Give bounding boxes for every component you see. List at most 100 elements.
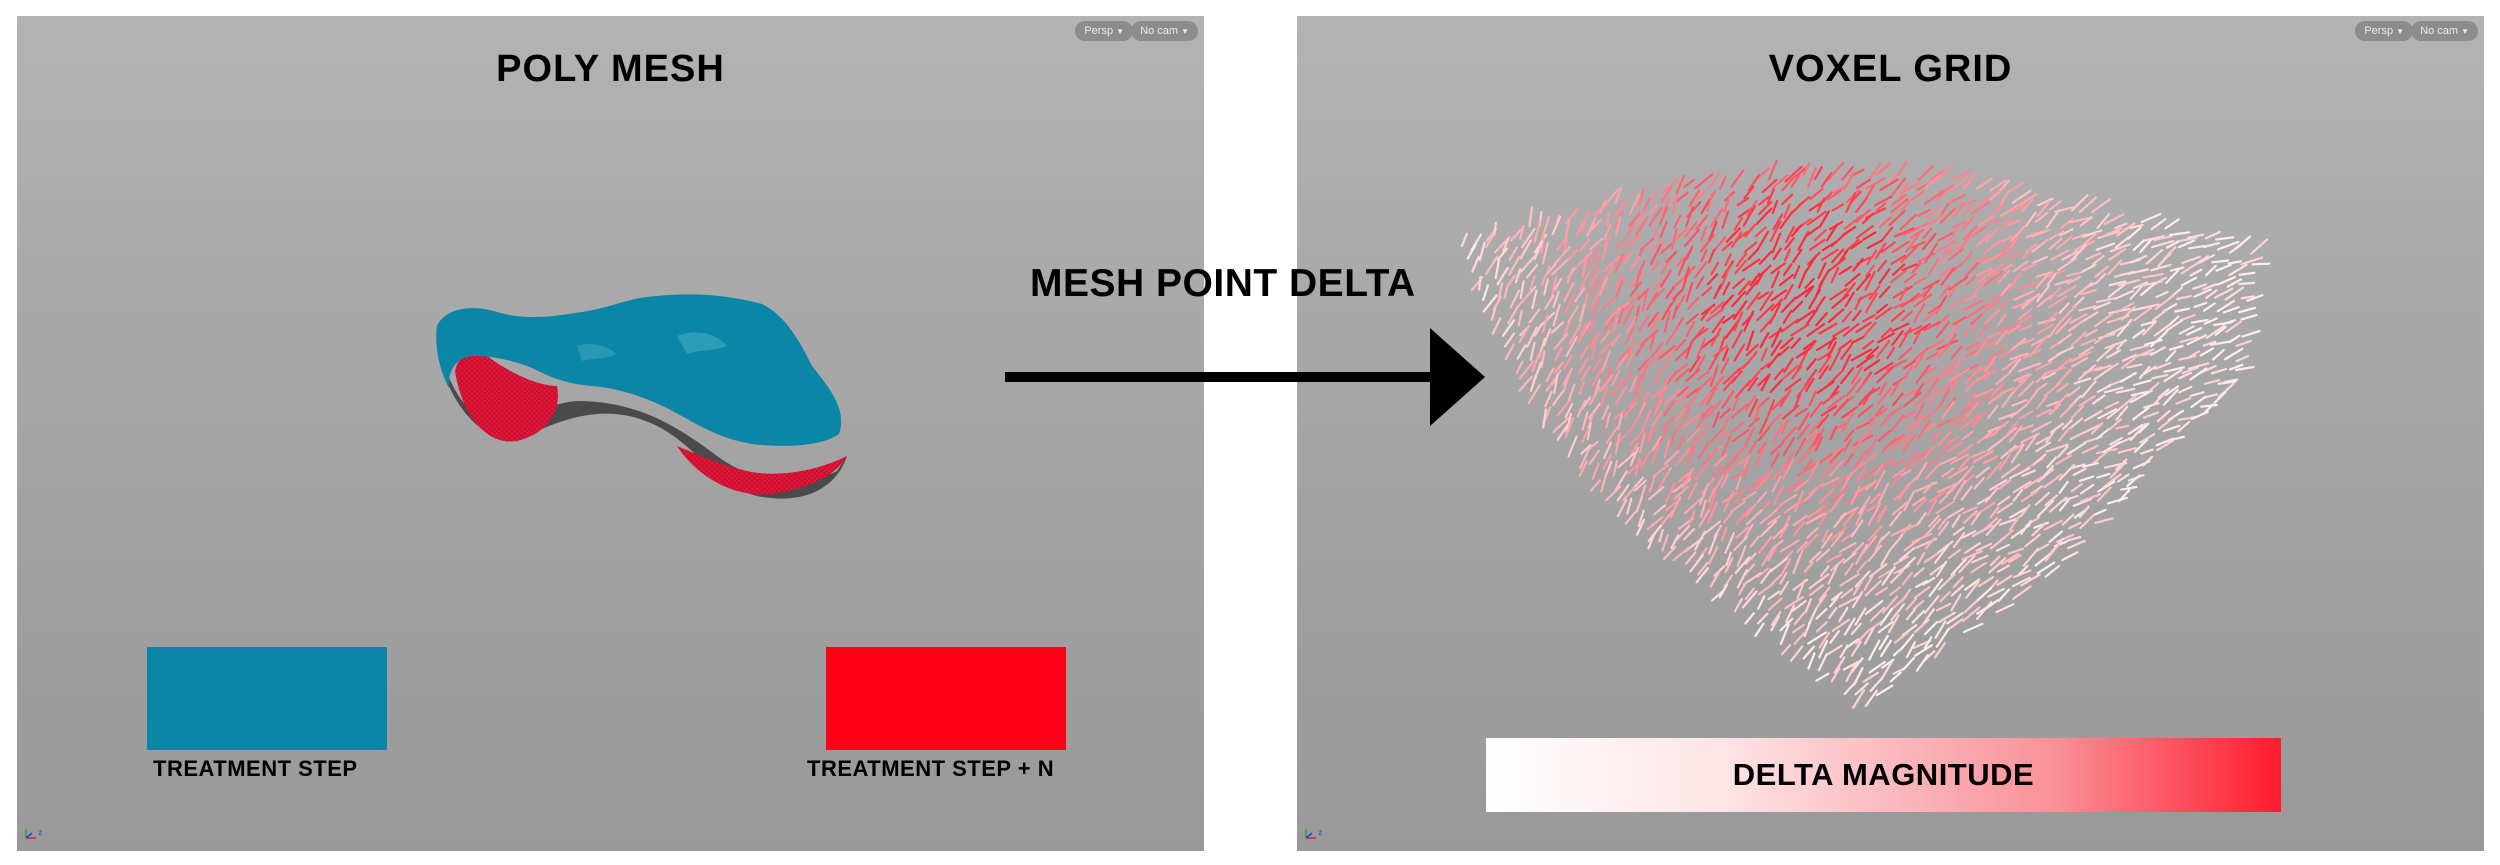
vector-glyph bbox=[1563, 282, 1575, 302]
vector-glyph bbox=[1923, 481, 1934, 494]
vector-glyph bbox=[1731, 429, 1750, 443]
vector-glyph bbox=[1713, 284, 1722, 300]
vector-glyph bbox=[1962, 225, 1978, 241]
vector-glyph bbox=[2189, 391, 2205, 397]
vector-glyph bbox=[1995, 371, 2012, 386]
vector-glyph bbox=[1590, 337, 1598, 361]
camera-dropdown[interactable]: No cam▼ bbox=[2411, 21, 2478, 41]
vector-glyph bbox=[2202, 403, 2214, 416]
vector-glyph bbox=[1996, 248, 2014, 260]
camera-dropdown[interactable]: No cam▼ bbox=[1131, 21, 1198, 41]
vector-glyph bbox=[2150, 263, 2172, 272]
vector-glyph bbox=[1634, 271, 1642, 288]
vector-glyph bbox=[1808, 418, 1823, 435]
vector-glyph bbox=[1528, 206, 1533, 228]
vector-glyph bbox=[1682, 406, 1691, 421]
vector-glyph bbox=[1545, 378, 1556, 392]
vector-glyph bbox=[1712, 411, 1720, 428]
vector-glyph bbox=[1602, 453, 1613, 470]
camera-label: No cam bbox=[2420, 25, 2459, 37]
vector-glyph bbox=[1564, 219, 1571, 241]
vector-glyph bbox=[1806, 210, 1827, 226]
vector-glyph bbox=[1772, 174, 1789, 189]
vector-glyph bbox=[2070, 405, 2085, 419]
vector-glyph bbox=[1779, 571, 1788, 585]
vector-glyph bbox=[1856, 560, 1868, 574]
vector-glyph bbox=[1756, 567, 1769, 578]
vector-glyph bbox=[1971, 524, 1994, 538]
vector-glyph bbox=[2227, 260, 2242, 265]
vector-glyph bbox=[2065, 271, 2082, 277]
vector-glyph bbox=[1781, 426, 1798, 443]
perspective-dropdown[interactable]: Persp▼ bbox=[2355, 21, 2413, 41]
voxel-grid-viewport[interactable]: Persp▼ No cam▼ VOXEL GRID DELTA MAGNITUD… bbox=[1297, 16, 2484, 851]
vector-glyph bbox=[2072, 497, 2093, 507]
vector-glyph bbox=[2109, 243, 2131, 253]
vector-glyph bbox=[1843, 617, 1856, 636]
vector-glyph bbox=[1542, 328, 1552, 347]
vector-glyph bbox=[1708, 351, 1720, 371]
vector-glyph bbox=[2168, 344, 2184, 351]
vector-glyph bbox=[2251, 262, 2271, 266]
vector-glyph bbox=[2045, 428, 2057, 444]
vector-glyph bbox=[2037, 197, 2054, 207]
vector-glyph bbox=[2008, 181, 2025, 193]
vector-glyph bbox=[2080, 231, 2099, 248]
vector-glyph bbox=[1891, 240, 1910, 254]
vector-glyph bbox=[2017, 282, 2039, 290]
vector-glyph bbox=[1868, 660, 1886, 674]
vector-glyph bbox=[1864, 292, 1878, 314]
vector-glyph bbox=[1879, 410, 1894, 428]
vector-glyph bbox=[1838, 595, 1860, 608]
vector-glyph bbox=[1855, 321, 1872, 334]
vector-glyph bbox=[1960, 485, 1973, 501]
vector-glyph bbox=[1792, 514, 1808, 527]
vector-glyph bbox=[2011, 576, 2031, 588]
vector-glyph bbox=[1700, 198, 1711, 215]
vector-glyph bbox=[1797, 269, 1808, 289]
vector-glyph bbox=[1659, 377, 1670, 397]
vector-glyph bbox=[1830, 248, 1845, 264]
vector-glyph bbox=[1698, 508, 1711, 528]
vector-glyph bbox=[1719, 176, 1727, 190]
vector-glyph bbox=[1964, 377, 1979, 393]
vector-glyph bbox=[2211, 259, 2230, 264]
vector-glyph bbox=[1996, 574, 2013, 587]
vector-glyph bbox=[1516, 290, 1532, 308]
vector-glyph bbox=[1614, 254, 1624, 274]
vector-glyph bbox=[1754, 226, 1767, 238]
vector-glyph bbox=[2021, 244, 2034, 260]
vector-glyph bbox=[2177, 420, 2191, 433]
vector-glyph bbox=[2222, 319, 2237, 326]
vector-glyph bbox=[1614, 274, 1625, 289]
poly-mesh-viewport[interactable]: Persp▼ No cam▼ POLY MESH TREATMENT STEP … bbox=[17, 16, 1204, 851]
vector-glyph bbox=[1796, 462, 1817, 477]
vector-glyph bbox=[2069, 351, 2092, 363]
vector-glyph bbox=[1913, 585, 1931, 600]
vector-glyph bbox=[1817, 262, 1827, 279]
vector-glyph bbox=[1767, 413, 1782, 428]
vector-glyph bbox=[2240, 295, 2256, 300]
vector-glyph bbox=[1796, 424, 1810, 440]
right-arrow-icon bbox=[1005, 328, 1485, 426]
perspective-dropdown[interactable]: Persp▼ bbox=[1075, 21, 1133, 41]
vector-glyph bbox=[2179, 314, 2196, 322]
vector-glyph bbox=[1970, 561, 1988, 574]
vector-glyph bbox=[1665, 286, 1675, 299]
vector-glyph bbox=[2095, 297, 2116, 304]
vector-glyph bbox=[1804, 307, 1819, 328]
vector-glyph bbox=[1927, 378, 1940, 393]
vector-glyph bbox=[1708, 172, 1721, 189]
vector-glyph bbox=[1911, 609, 1926, 624]
vector-glyph bbox=[1567, 435, 1578, 458]
vector-glyph bbox=[1939, 590, 1952, 603]
vector-glyph bbox=[1910, 291, 1927, 303]
vector-glyph bbox=[1647, 429, 1653, 445]
vector-glyph bbox=[1660, 243, 1673, 254]
vector-glyph bbox=[1869, 676, 1884, 693]
vector-glyph bbox=[1742, 258, 1761, 272]
vector-glyph bbox=[2127, 268, 2150, 275]
vector-glyph bbox=[1637, 288, 1650, 300]
vector-glyph bbox=[2066, 442, 2087, 456]
vector-glyph bbox=[1946, 244, 1964, 255]
